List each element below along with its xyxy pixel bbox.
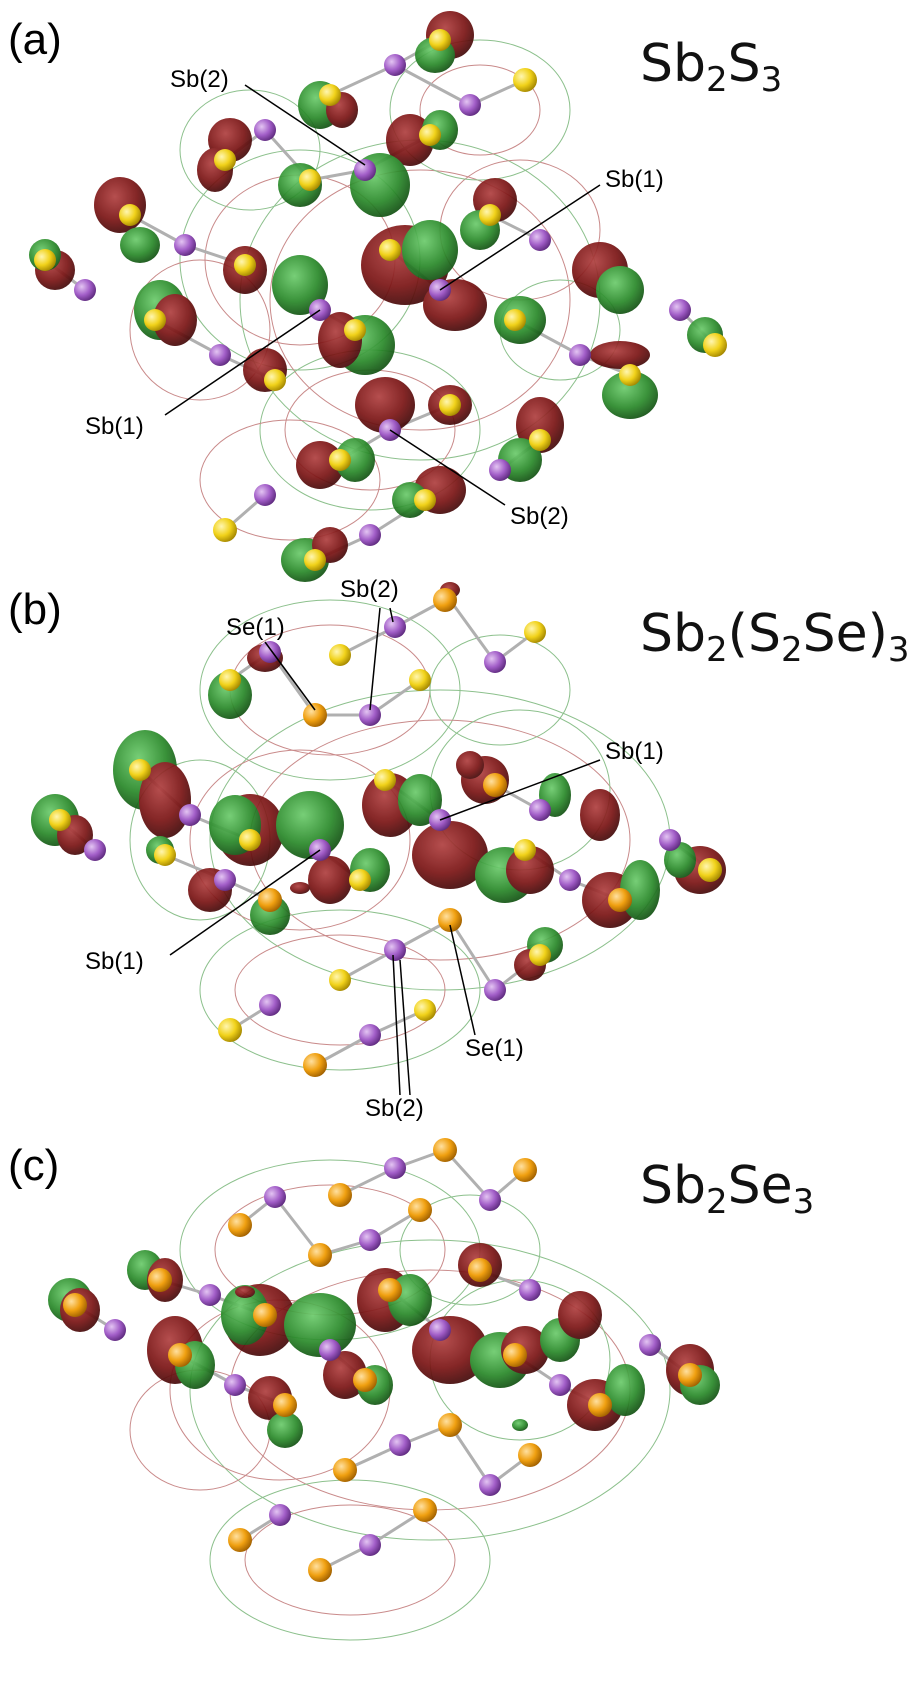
atom-label-se1: Se(1): [226, 614, 285, 641]
atoms: [34, 29, 727, 571]
orbital-lobes: [48, 1243, 720, 1448]
formula: Sb2S3: [640, 34, 783, 100]
atom-label-sb2: Sb(2): [510, 503, 569, 530]
panel-c: (c) Sb2Se3: [0, 1138, 904, 1697]
atoms: [63, 1138, 702, 1582]
atom-label-sb1: Sb(1): [85, 413, 144, 440]
formula: Sb2(S2Se)3: [640, 604, 910, 670]
atom-label-sb2: Sb(2): [365, 1095, 424, 1122]
panel-a: (a) Sb2S3 Sb(2) Sb(1) Sb(1) Sb(2): [0, 0, 904, 582]
atom-label-se1: Se(1): [465, 1035, 524, 1062]
atom-label-sb2: Sb(2): [170, 66, 229, 93]
panel-label: (a): [8, 15, 62, 64]
panel-c-structure: [48, 1138, 720, 1641]
leader-lines: [164, 84, 601, 506]
panel-a-structure: [29, 11, 727, 582]
atoms: [49, 588, 722, 1077]
formula: Sb2Se3: [640, 1156, 815, 1222]
panel-label: (c): [8, 1141, 60, 1190]
atom-label-sb1: Sb(1): [85, 948, 144, 975]
panel-label: (b): [8, 585, 62, 634]
atom-label-sb1: Sb(1): [605, 166, 664, 193]
orbital-lobes: [29, 11, 723, 582]
atom-label-sb2: Sb(2): [340, 576, 399, 603]
panel-b: (b) Sb2(S2Se)3 Se(1) Sb(2) Sb(1) Sb(1) S…: [0, 570, 910, 1140]
panel-b-structure: [31, 582, 726, 1096]
atom-label-sb1: Sb(1): [605, 738, 664, 765]
leader-lines: [169, 607, 601, 1096]
